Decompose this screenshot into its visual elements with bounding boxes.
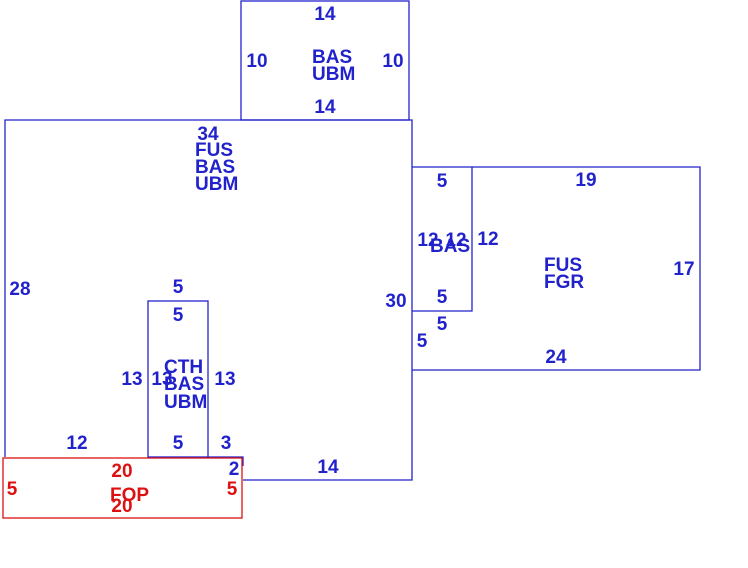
main-house-outline [4, 119, 413, 481]
top-addition-code-bas: BAS [312, 47, 352, 68]
center-room-top-outer-dimension: 5 [173, 277, 184, 298]
center-room-left-outer-dimension: 13 [121, 369, 142, 390]
connector-side-dimension: 5 [417, 331, 428, 352]
top-addition-top-dimension: 14 [314, 4, 336, 25]
garage-top-dimension: 19 [575, 170, 596, 191]
connector-below-dimension: 5 [437, 314, 448, 335]
connector-right-dimension: 12 [445, 230, 466, 251]
center-room-left-inner-dimension: 13 [151, 369, 172, 390]
connector-left-dimension: 12 [417, 230, 438, 251]
main-house-top-dimension: 34 [197, 124, 219, 145]
main-house-bottom-right-dimension: 14 [317, 457, 339, 478]
main-house-right-dimension: 30 [385, 291, 406, 312]
center-room-right-dimension: 13 [214, 369, 235, 390]
center-room-code-bas: BAS [164, 374, 204, 395]
main-house-bottom-left-dimension: 12 [66, 433, 87, 454]
porch-left-dimension: 5 [7, 479, 18, 500]
garage-outline [412, 166, 701, 371]
connector-top-dimension: 5 [437, 171, 448, 192]
center-room-code-ubm: UBM [164, 392, 207, 413]
porch-right-dimension: 5 [227, 479, 238, 500]
garage-bottom-dimension: 24 [545, 347, 567, 368]
garage-code-fgr: FGR [544, 272, 584, 293]
garage-left-dimension: 12 [477, 229, 498, 250]
center-room-step [208, 456, 244, 466]
outline-group [4, 0, 701, 481]
porch-code-fop: FOP [110, 485, 149, 506]
garage-right-dimension: 17 [673, 259, 694, 280]
porch-outline [2, 457, 243, 519]
top-addition-bottom-dimension: 14 [314, 97, 336, 118]
porch-step-dimension: 2 [229, 459, 240, 480]
center-room-code-cth: CTH [164, 357, 203, 378]
main-house-left-dimension: 28 [9, 279, 30, 300]
top-addition-right-dimension: 10 [382, 51, 403, 72]
center-room-bottom-dimension: 5 [173, 433, 184, 454]
connector-code-bas: BAS [430, 236, 470, 257]
porch-bottom-dimension: 20 [111, 496, 132, 517]
main-house-code-fus: FUS [195, 140, 233, 161]
top-addition-code-ubm: UBM [312, 64, 355, 85]
porch-top-dimension: 20 [111, 461, 132, 482]
garage-code-fus: FUS [544, 255, 582, 276]
top-addition-left-dimension: 10 [246, 51, 267, 72]
main-house-step-dimension: 3 [221, 433, 232, 454]
connector-outline [412, 166, 473, 312]
main-house-code-ubm: UBM [195, 174, 238, 195]
main-house-code-bas: BAS [195, 157, 235, 178]
connector-bottom-dimension: 5 [437, 287, 448, 308]
center-room-top-inner-dimension: 5 [173, 305, 184, 326]
center-room-outline [147, 300, 209, 458]
